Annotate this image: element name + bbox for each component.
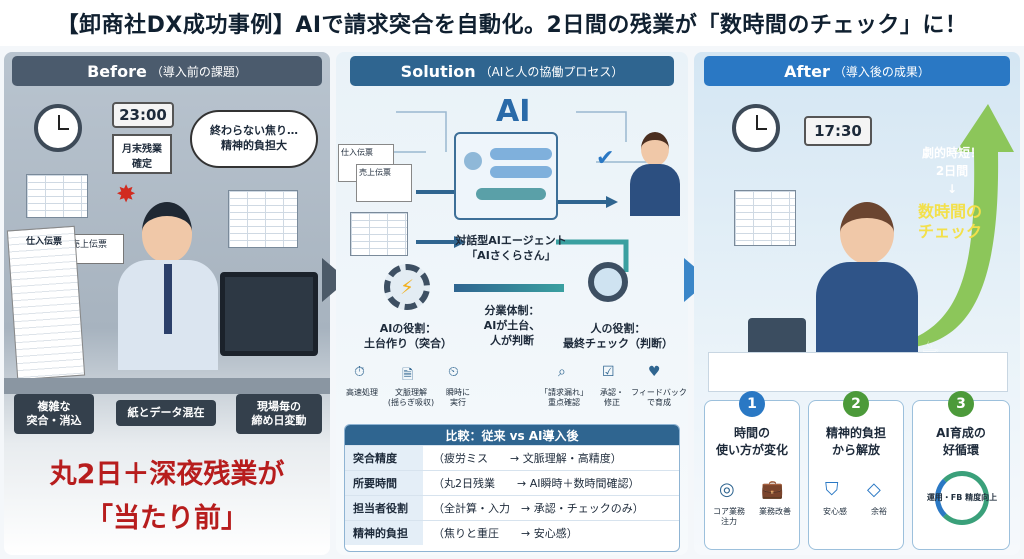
digital-clock: 17:30	[804, 116, 872, 146]
relaxed-worker	[812, 202, 922, 352]
issue-complex-matching: 複雑な 突合・消込	[14, 394, 94, 434]
monitor	[220, 272, 318, 356]
page-title: 【卸商社DX成功事例】AIで請求突合を自動化。2日間の残業が「数時間のチェック」…	[0, 0, 1024, 46]
double-arrow	[454, 284, 564, 292]
search-icon: ⌕	[558, 364, 566, 380]
robot-icon	[464, 152, 482, 170]
headline-line2: 「当たり前」	[86, 503, 248, 534]
time-saving-label: 劇的時短！ 2日間 ↓	[921, 146, 982, 196]
ai-item-instant: 瞬時に 実行	[446, 388, 470, 407]
division-of-labor: 分業体制： AIが土台、 人が判断	[483, 304, 541, 347]
table-row: 担当者役割（全計算・入力 → 承認・チェックのみ）	[345, 495, 679, 520]
stressed-worker	[112, 202, 222, 382]
ai-title: AI	[496, 94, 531, 129]
purchase-slip-label: 仕入伝票	[26, 237, 63, 247]
paper-stack	[6, 225, 86, 381]
time-saving-arrow	[904, 104, 1014, 348]
table-row: 所要時間（丸2日残業 → AI瞬時＋数時間確認）	[345, 470, 679, 495]
desk	[4, 378, 330, 394]
checkbox-icon: ☑	[602, 364, 615, 380]
timer-icon: ⏲	[448, 364, 459, 380]
gear-icon: ⚡	[384, 264, 430, 310]
ai-agent-window	[454, 132, 558, 220]
table-row: 突合精度（疲労ミス → 文脈理解・高精度）	[345, 445, 679, 470]
target-icon: ◎	[719, 479, 735, 500]
result-card-1: 1 時間の 使い方が変化 ◎ 💼 コア業務 注力 業務改善	[704, 391, 800, 550]
digital-clock: 23:00	[112, 102, 174, 128]
solution-header: Solution（AIと人の協働プロセス）	[350, 56, 674, 86]
clock-icon	[34, 104, 82, 152]
ai-item-context: 文脈理解 (揺らぎ吸収)	[387, 388, 435, 407]
check-icon: ✔	[596, 146, 615, 171]
solution-panel: Solution（AIと人の協働プロセス） AI 仕入伝票 売上伝票 対話型AI…	[336, 52, 688, 555]
calendar-note: 月末残業 確定	[112, 134, 172, 174]
spreadsheet-icon	[26, 174, 88, 218]
checker-woman	[628, 132, 682, 216]
human-item-approve: 承認・ 修正	[600, 388, 624, 407]
issue-closing-date: 現場毎の 締め日変動	[236, 394, 322, 434]
briefcase-icon: 💼	[761, 479, 784, 500]
human-item-omission: 「請求漏れ」 重点確認	[540, 388, 588, 407]
clock-icon	[732, 104, 780, 152]
document-icon: 🗎	[402, 367, 414, 383]
circuit-lines	[376, 111, 656, 272]
ai-item-speed: 高速処理	[346, 388, 378, 397]
thought-bubble: 終わらない焦り… 精神的負担大	[190, 110, 318, 168]
after-header: After（導入後の成果）	[704, 56, 1010, 86]
cycle-icon	[935, 471, 989, 525]
magnifier-icon	[588, 262, 628, 302]
after-panel: After（導入後の成果） 17:30 劇的時短！ 2日間 ↓ 数時間の チェッ…	[694, 52, 1020, 555]
table-row: 精神的負担（焦りと重圧 → 安心感）	[345, 520, 679, 545]
headline-line1: 丸2日＋深夜残業が	[49, 459, 285, 490]
before-panel: Before（導入前の課題） 23:00 月末残業 確定 終わらない焦り… 精神…	[4, 52, 330, 555]
stress-icon: ✸	[116, 180, 137, 208]
sales-slip: 売上伝票	[356, 164, 412, 202]
tablet	[748, 318, 806, 358]
issue-paper-data-mix: 紙とデータ混在	[116, 400, 216, 426]
human-role: 人の役割： 最終チェック（判断）	[563, 322, 673, 350]
desk	[708, 352, 1008, 392]
spreadsheet-icon	[350, 212, 408, 256]
sales-slip: 売上伝票	[68, 234, 124, 264]
human-item-feedback: フィードバック で育成	[631, 388, 687, 407]
speed-icon: ⏱	[354, 364, 365, 380]
spreadsheet-icon	[228, 190, 298, 248]
shield-icon: ⛉	[825, 479, 839, 500]
comparison-title: 比較：従来 vs AI導入後	[345, 425, 679, 445]
time-saving-result: 数時間の チェック	[917, 202, 982, 241]
ai-role: AIの役割： 土台作り（突合）	[364, 322, 452, 350]
before-header: Before（導入前の課題）	[12, 56, 322, 86]
result-card-3: 3 AI育成の 好循環 運用・FB 精度向上	[912, 391, 1010, 550]
feedback-icon: ♥	[648, 364, 661, 380]
diamond-icon: ◇	[867, 479, 881, 500]
result-card-2: 2 精神的負担 から解放 ⛉ ◇ 安心感 余裕	[808, 391, 904, 550]
spreadsheet-icon	[734, 190, 796, 246]
comparison-table: 比較：従来 vs AI導入後 突合精度（疲労ミス → 文脈理解・高精度） 所要時…	[344, 424, 680, 552]
agent-label: 対話型AIエージェント 「AIさくらさん」	[455, 234, 567, 262]
